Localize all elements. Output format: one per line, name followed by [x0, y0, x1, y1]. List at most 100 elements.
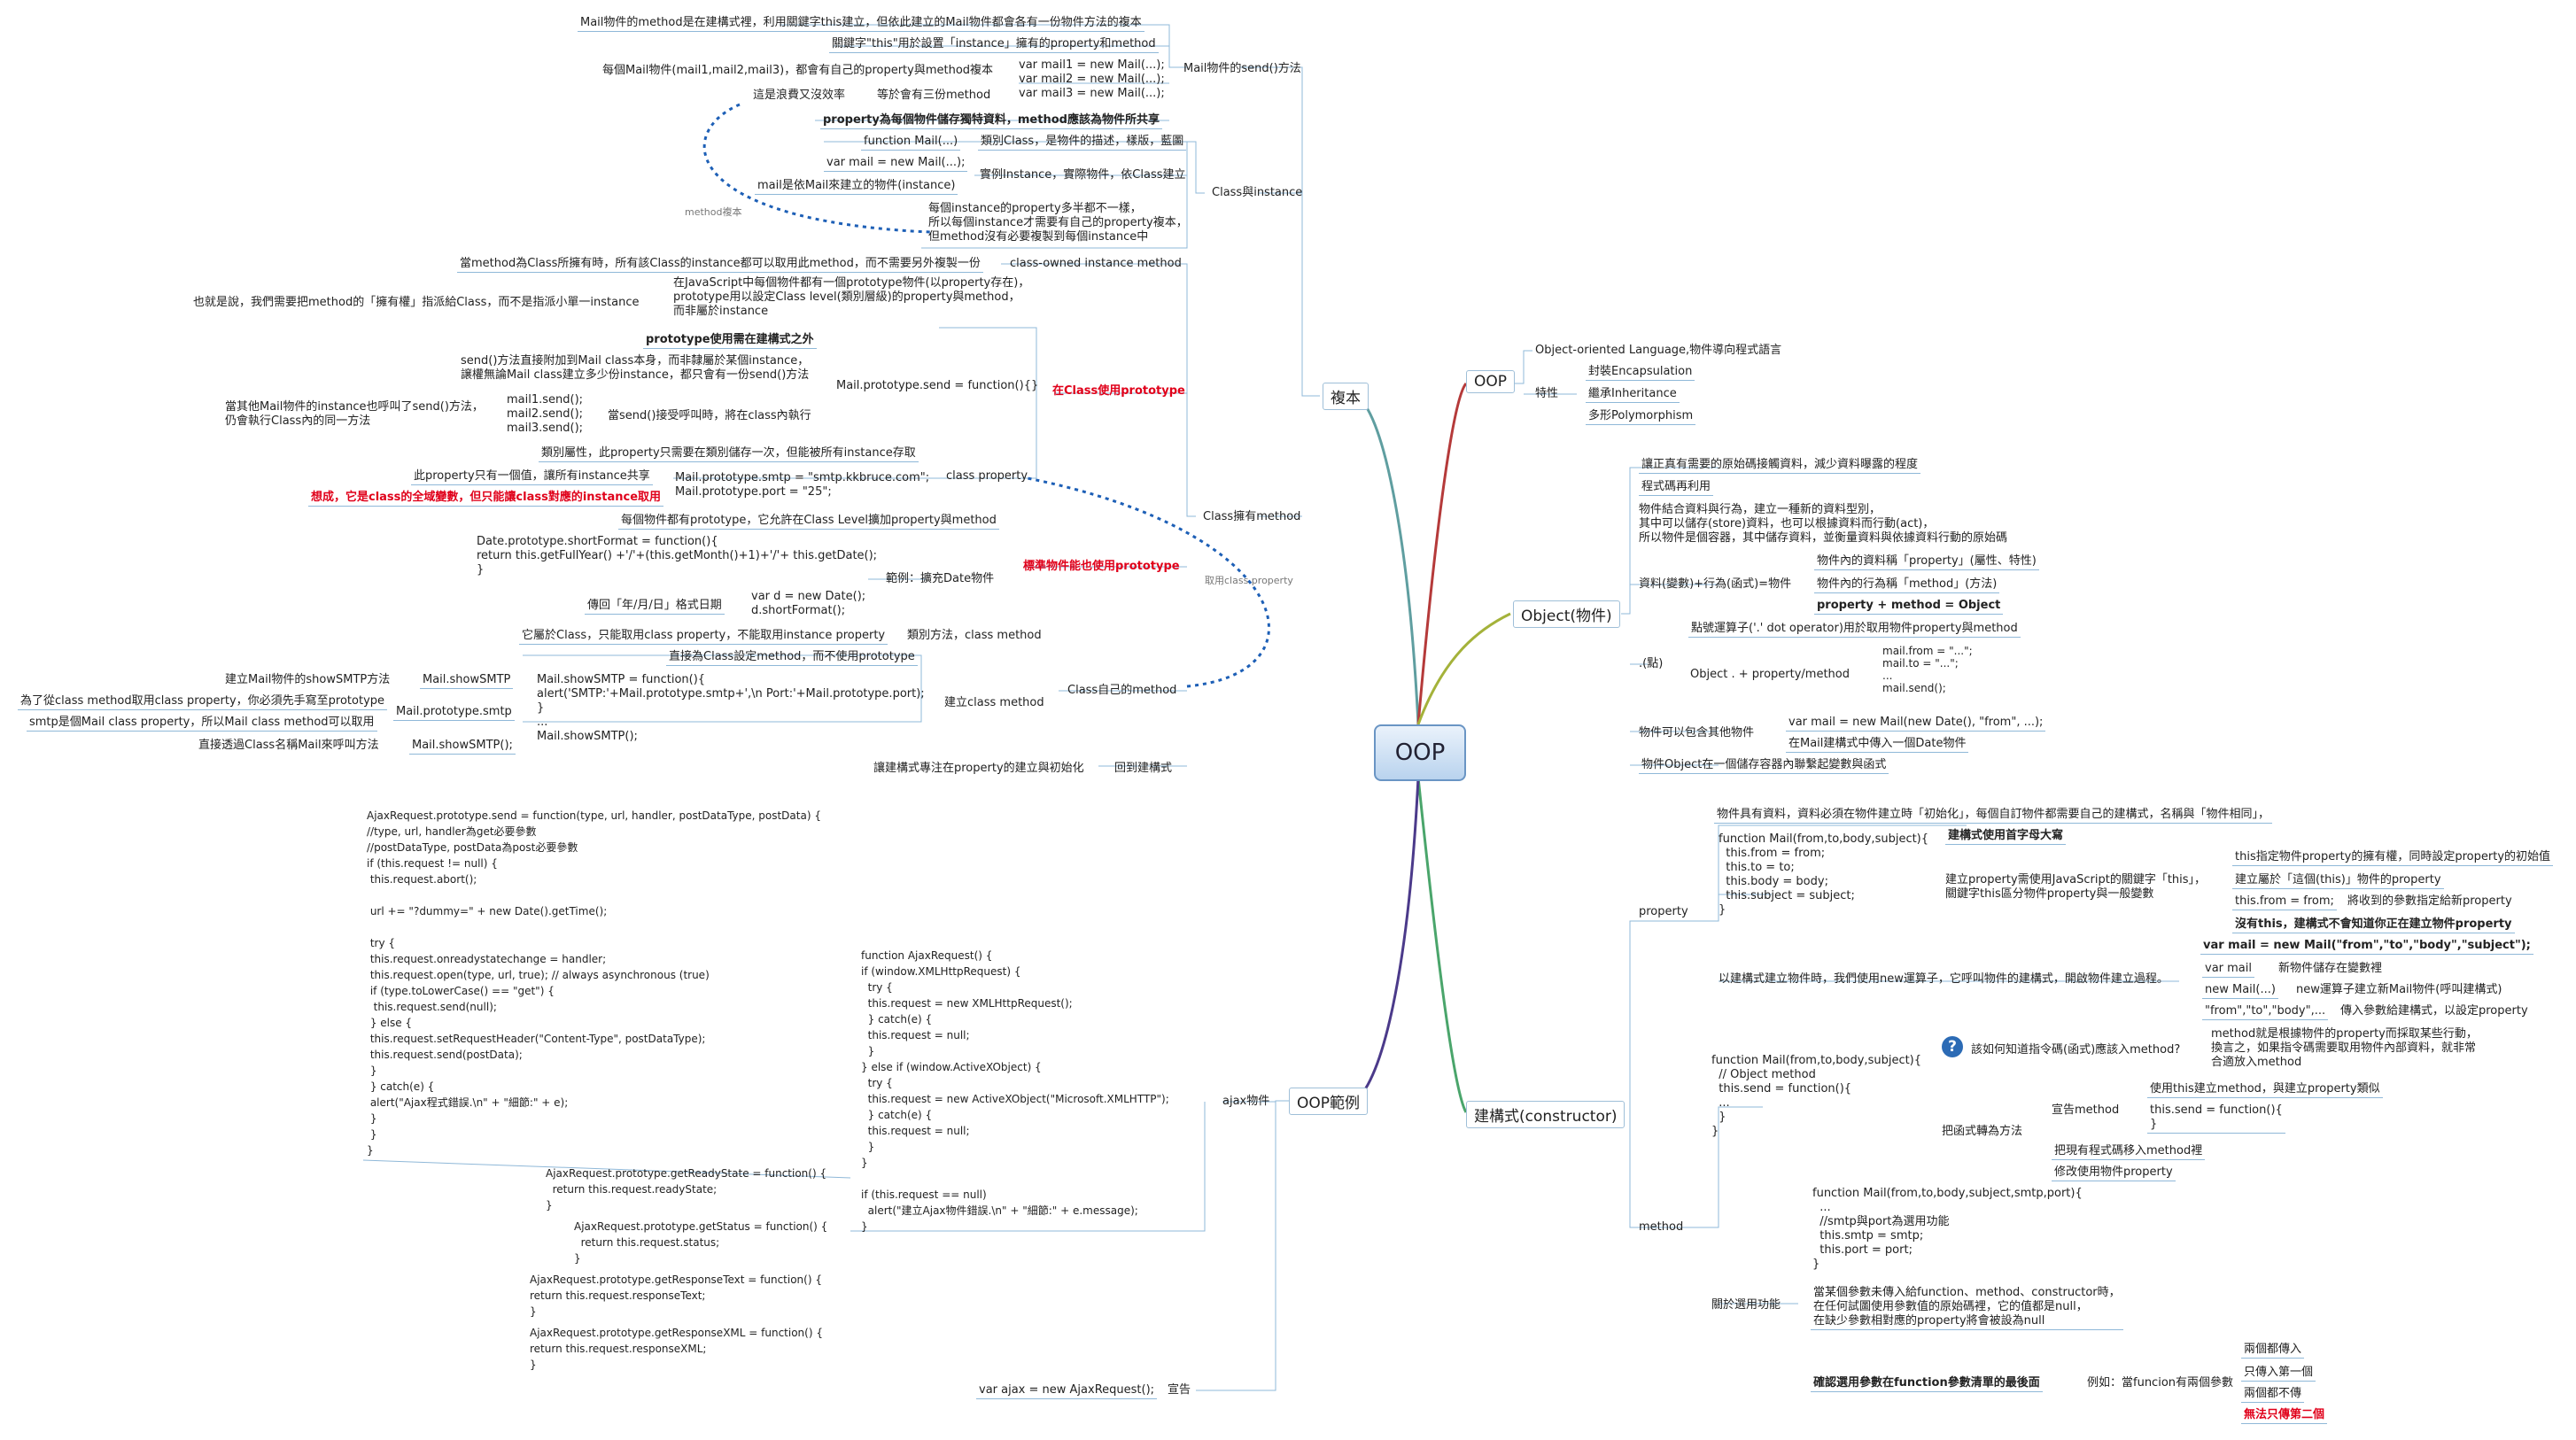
class-owned-note: 當method為Class所擁有時，所有該Class的instance都可以取用…: [457, 257, 983, 273]
constructor-method-label: method: [1639, 1220, 1684, 1234]
new-mail-call: new Mail(...): [2202, 983, 2278, 999]
branch-example[interactable]: OOP範例: [1289, 1088, 1369, 1115]
object-dot-operator: 點號運算子('.' dot operator)用於取用物件property與me…: [1688, 622, 2021, 638]
object-note-2: 程式碼再利用: [1639, 480, 1714, 496]
optional-label: 關於選用功能: [1711, 1298, 1781, 1312]
object-summary: 物件Object在一個儲存容器內聯繫起變數與函式: [1639, 758, 1889, 774]
branch-object[interactable]: Object(物件): [1513, 600, 1620, 628]
object-nested-note: 在Mail建構式中傳入一個Date物件: [1786, 737, 1969, 753]
this-from-note: 將收到的參數指定給新property: [2347, 894, 2512, 908]
branch-constructor[interactable]: 建構式(constructor): [1466, 1101, 1626, 1128]
instance-mail: mail是依Mail來建立的物件(instance): [755, 179, 958, 195]
optional-last: 確認選用參數在function參數清單的最後面: [1811, 1376, 2043, 1392]
class-self-method-label: Class自己的method: [1067, 684, 1177, 697]
class-method-term: 類別方法，class method: [907, 629, 1042, 642]
new-args: "from","to","body",...: [2202, 1004, 2329, 1020]
optional-note: 當某個參數未傳入給function、method、constructor時， 在…: [1811, 1286, 2123, 1330]
method-copy-label: method複本: [685, 206, 742, 218]
object-method: 物件內的行為稱「method」(方法): [1814, 577, 2000, 593]
trait-encapsulation: 封裝Encapsulation: [1586, 365, 1695, 381]
object-note-3: 物件結合資料與行為，建立一種新的資料型別， 其中可以儲存(store)資料，也可…: [1639, 503, 2008, 545]
this-ownership: this指定物件property的擁有權，同時設定property的初始值: [2232, 850, 2554, 866]
call-show-smtp: Mail.showSMTP();: [409, 739, 516, 755]
instance-code: var mail = new Mail(...);: [824, 156, 968, 172]
branch-copy[interactable]: 複本: [1323, 383, 1369, 410]
instance-note: 實例Instance，實際物件，依Class建立: [980, 168, 1186, 182]
standard-prototype-note: 每個物件都有prototype，它允許在Class Level擴加propert…: [618, 514, 999, 530]
ajax-responsexml-code: AjaxRequest.prototype.getResponseXML = f…: [530, 1327, 823, 1371]
this-create-property: 建立屬於「這個(this)」物件的property: [2232, 873, 2444, 889]
extend-date-code: Date.prototype.shortFormat = function(){…: [477, 535, 878, 577]
trait-inheritance: 繼承Inheritance: [1586, 387, 1680, 403]
copy-three: 等於會有三份method: [877, 89, 991, 102]
method-declare-note: 使用this建立method，與建立property類似: [2147, 1082, 2383, 1098]
object-formula: property + method = Object: [1814, 599, 2004, 615]
standard-prototype-label: 標準物件能也使用prototype: [1023, 560, 1180, 573]
ajax-status-code: AjaxRequest.prototype.getStatus = functi…: [574, 1220, 828, 1265]
instance-properties: 每個instance的property多半都不一樣， 所以每個instance才…: [928, 202, 1188, 244]
optional-none: 兩個都不傳: [2241, 1387, 2305, 1403]
optional-code: function Mail(from,to,body,subject,smtp,…: [1812, 1187, 2083, 1271]
prototype-send-note: send()方法直接附加到Mail class本身，而非隸屬於某個instanc…: [461, 354, 810, 382]
date-usage-code: var d = new Date(); d.shortFormat();: [751, 590, 866, 617]
class-method-direct: 直接為Class設定method，而不使用prototype: [666, 650, 918, 666]
back-to-constructor-note: 讓建構式專注在property的建立與初始化: [873, 762, 1084, 775]
constructor-this-note: 建立property需使用JavaScript的關鍵字「this」， 關鍵字th…: [1945, 873, 2207, 901]
this-from-code: this.from = from;: [2232, 894, 2337, 910]
ajax-object-label: ajax物件: [1222, 1095, 1270, 1108]
central-topic[interactable]: OOP: [1374, 724, 1466, 781]
ajax-declare-label: 宣告: [1168, 1383, 1191, 1397]
back-to-constructor: 回到建構式: [1114, 762, 1173, 775]
copy-waste: 這是浪費又沒效率: [753, 89, 846, 102]
class-property-label: class property: [946, 469, 1028, 483]
constructor-property-code: function Mail(from,to,body,subject){ thi…: [1719, 832, 1929, 917]
method-declare: 宣告method: [2052, 1103, 2120, 1117]
new-var-mail-note: 新物件儲存在變數裡: [2278, 962, 2383, 975]
method-answer: method就是根據物件的property而採取某些行動， 換言之，如果指令碼需…: [2211, 1027, 2478, 1069]
prototype-send-calls: mail1.send(); mail2.send(); mail3.send()…: [507, 393, 584, 435]
send-method-label: Mail物件的send()方法: [1183, 62, 1301, 75]
class-method-label: Class擁有method: [1203, 510, 1301, 523]
take-class-property: 取用class property: [1205, 575, 1293, 586]
class-property-note: 類別屬性，此property只需要在類別儲存一次，但能被所有instance存取: [539, 446, 919, 462]
object-contains-object: 物件可以包含其他物件: [1639, 726, 1755, 739]
method-question: 該如何知道指令碼(函式)應該入method?: [1971, 1043, 2181, 1057]
branch-oop[interactable]: OOP: [1466, 370, 1516, 393]
prototype-smtp: Mail.prototype.smtp: [393, 705, 515, 721]
copy-summary: property為每個物件儲存獨特資料，method應該為物件所共享: [820, 113, 1162, 129]
class-instance-label: Class與instance: [1212, 186, 1303, 199]
class-owned-label: class-owned instance method: [1010, 257, 1182, 270]
copy-code: var mail1 = new Mail(...); var mail2 = n…: [1019, 58, 1165, 100]
prototype-send-exec: 當send()接受呼叫時，將在class內執行: [608, 409, 811, 422]
call-show-smtp-note: 直接透過Class名稱Mail來呼叫方法: [198, 739, 379, 752]
ajax-send-code: AjaxRequest.prototype.send = function(ty…: [367, 809, 821, 1157]
optional-example: 例如：當funcion有兩個參數: [2087, 1376, 2234, 1390]
oop-full-name: Object-oriented Language,物件導向程式語言: [1535, 344, 1782, 357]
new-var-mail: var mail: [2202, 962, 2254, 978]
constructor-capital-note: 建構式使用首字母大寫: [1945, 829, 2067, 845]
ajax-readystate-code: AjaxRequest.prototype.getReadyState = fu…: [546, 1167, 827, 1212]
method-move-code: 把現有程式碼移入method裡: [2052, 1144, 2206, 1160]
method-use-property: 修改使用物件property: [2052, 1165, 2176, 1181]
prototype-label: 在Class使用prototype: [1052, 384, 1185, 398]
prototype-send-shared: 當其他Mail物件的instance也呼叫了send()方法， 仍會執行Clas…: [225, 400, 484, 428]
trait-polymorphism: 多形Polymorphism: [1586, 409, 1696, 425]
object-data-behavior: 資料(變數)+行為(函式)=物件: [1639, 577, 1792, 591]
optional-second-only: 無法只傳第二個: [2241, 1408, 2328, 1424]
class-code: function Mail(...): [861, 135, 961, 151]
constructor-init-note: 物件具有資料，資料必須在物件建立時「初始化」，每個自訂物件都需要自己的建構式，名…: [1714, 808, 2273, 824]
this-missing-note: 沒有this，建構式不會知道你正在建立物件property: [2232, 917, 2515, 933]
method-convert: 把函式轉為方法: [1942, 1125, 2023, 1138]
prototype-smtp-note-2: smtp是個Mail class property，所以Mail class m…: [27, 716, 377, 732]
prototype-note-1: 在JavaScript中每個物件都有一個prototype物件(以propert…: [673, 276, 1030, 318]
prototype-outside: prototype使用需在建構式之外: [643, 333, 817, 349]
ajax-responsetext-code: AjaxRequest.prototype.getResponseText = …: [530, 1274, 822, 1318]
object-dot-label: .(點): [1639, 657, 1664, 670]
class-note: 類別Class，是物件的描述，樣版，藍圖: [978, 135, 1187, 151]
show-smtp-note: 建立Mail物件的showSMTP方法: [225, 673, 391, 686]
class-property-code: Mail.prototype.smtp = "smtp.kkbruce.com"…: [675, 471, 930, 499]
object-note-1: 讓正真有需要的原始碼接觸資料，減少資料曝露的程度: [1639, 458, 1921, 474]
new-operator-note: 以建構式建立物件時，我們使用new運算子，它呼叫物件的建構式，開啟物件建立過程。: [1719, 972, 2169, 986]
